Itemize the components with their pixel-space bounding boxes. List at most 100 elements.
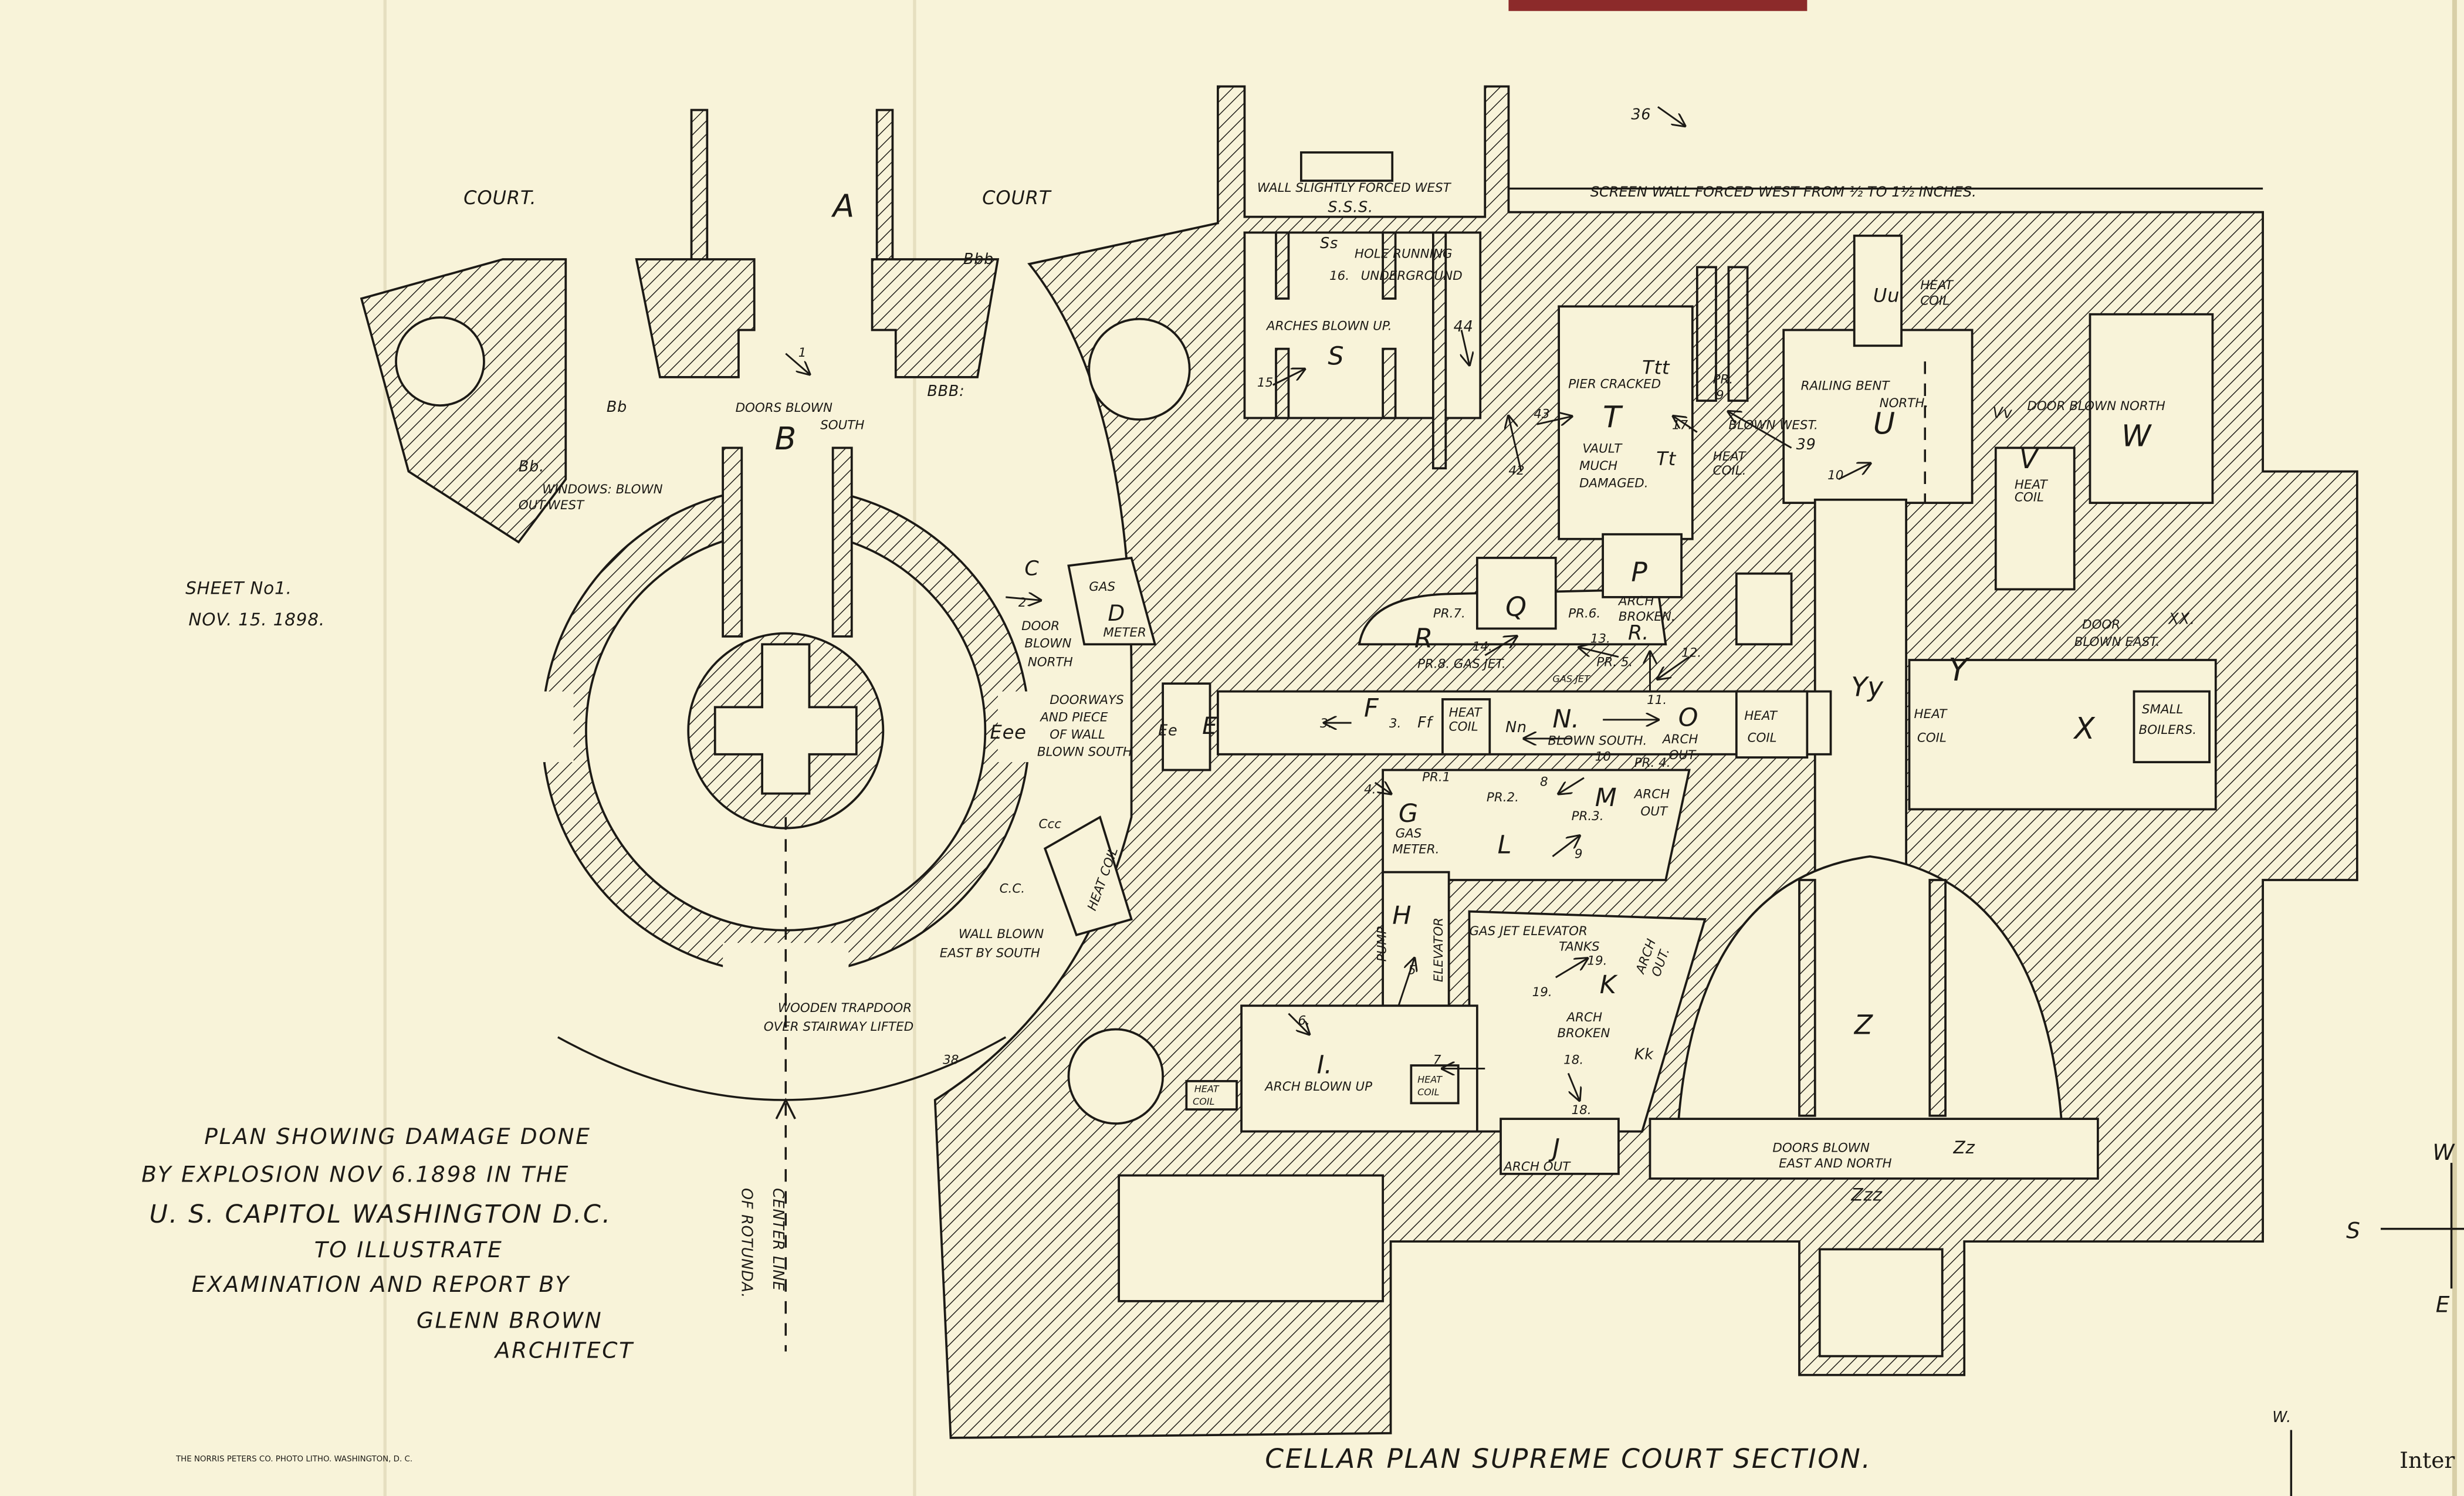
ref-number: 15 [1257,375,1273,390]
sheet-number: SHEET No1. [185,578,292,598]
note: HEAT [1914,707,1948,722]
room-ff: Ff [1417,713,1434,731]
note: RAILING BENT [1801,378,1891,393]
room-d: D [1108,600,1125,626]
ref-number: 38 [943,1052,959,1067]
ref-number: 3. [1389,716,1401,731]
note: PIER CRACKED [1568,377,1661,392]
note: HEAT [1744,709,1778,723]
room-m: M [1595,783,1617,813]
note: VAULT [1582,441,1623,456]
note: HEAT [1417,1074,1443,1085]
note: PR.7. [1433,607,1465,621]
title-line: PLAN SHOWING DAMAGE DONE [204,1123,591,1149]
note: GAS [1089,580,1115,594]
ref-number: 10 [1827,468,1843,483]
room-q: Q [1505,591,1527,622]
room-cc: C.C. [1000,881,1025,896]
room-n: N. [1552,705,1579,734]
sheet-date: NOV. 15. 1898. [188,610,324,629]
room-y: Y [1948,651,1970,688]
note: HEAT [1713,449,1747,464]
note: DOORS BLOWN [736,401,832,415]
note: COIL [1193,1096,1215,1107]
note: NORTH. [1880,396,1929,411]
reference-numbers: 1 2 3. 3. 4. 5 6. 7 8 9 10 10 11. 12. 13… [798,106,1844,1118]
ref-number: 17. [1672,418,1692,432]
room-f: F [1364,693,1379,723]
binding-strip [1508,0,1808,11]
note: DOOR [2082,617,2120,632]
plan-title: CELLAR PLAN SUPREME COURT SECTION. [1265,1443,1871,1474]
note: ARCH [1617,594,1654,608]
note: OUT-WEST [519,498,585,513]
room-v: V [2019,444,2039,475]
note: ARCH [1633,787,1670,802]
court-label: COURT. [463,187,536,209]
note: ARCH [1566,1010,1603,1025]
room-o: O [1678,703,1698,733]
note: BROKEN [1557,1026,1610,1041]
ref-number: 6. [1298,1013,1310,1028]
ref-number: 1 [798,346,807,360]
compass-west-lower: W. [2272,1408,2292,1426]
note: PUMP [1375,926,1390,962]
note: BLOWN [1024,637,1071,651]
note: OVER STAIRWAY LIFTED [764,1020,913,1034]
note: PR.2. [1487,790,1519,805]
note: ARCH [1661,732,1698,747]
room-bb: Bb [607,398,627,415]
note: PR.1 [1422,770,1450,784]
note: HEAT [1194,1084,1220,1095]
room-yy: Yy [1851,672,1884,703]
room-p: P [1631,557,1647,588]
court-label: COURT [982,187,1052,209]
compass-south: S [2346,1218,2361,1244]
note: METER. [1392,842,1439,857]
title-line: BY EXPLOSION NOV 6.1898 IN THE [141,1161,570,1187]
room-bbb: Bbb [963,250,994,268]
note: SOUTH [820,418,864,432]
note: TANKS [1559,940,1599,955]
title-line: EXAMINATION AND REPORT BY [192,1271,570,1297]
note: PR. 4. [1634,756,1671,770]
note: DOORS BLOWN [1772,1140,1869,1155]
note: 9 [1716,388,1724,402]
ref-number: 19. [1532,985,1552,1000]
ref-number: 16. [1329,269,1349,283]
note: BLOWN SOUTH [1037,744,1132,759]
note: ELEVATOR [1431,918,1446,982]
note: OF WALL [1050,727,1105,742]
note: OUT. [1669,748,1698,763]
note: BOILERS. [2139,723,2197,737]
ref-number: 9 [1575,847,1583,862]
room-kk: Kk [1634,1045,1654,1062]
note: GAS JET [1552,673,1590,685]
room-eee: Eee [990,721,1027,743]
center-line-label: CENTER LINE [770,1188,787,1291]
note: COIL [1417,1087,1440,1098]
room-x: X [2073,712,2096,746]
note: BLOWN WEST. [1728,418,1817,432]
room-z: Z [1854,1010,1873,1041]
room-g: G [1399,799,1418,828]
ref-number: 44 [1454,317,1474,335]
room-ee: Ee [1158,722,1177,739]
compass-west: W [2432,1139,2456,1165]
note: NORTH [1028,655,1073,670]
note: SMALL [2142,702,2184,717]
room-ttt: Ttt [1642,357,1670,379]
room-h: H [1392,901,1411,930]
room-zz: Zz [1952,1138,1975,1157]
ref-number: 18. [1572,1103,1592,1118]
note: GAS [1396,827,1422,841]
room-k: K [1600,970,1618,1000]
note: COIL. [1713,463,1747,478]
room-i: I. [1317,1050,1332,1079]
center-line-label: OF ROTUNDA. [738,1188,756,1298]
damage-arrows [785,106,1870,1100]
room-c: C [1024,557,1039,580]
ref-number: 8 [1540,774,1548,789]
room-t: T [1603,401,1623,435]
